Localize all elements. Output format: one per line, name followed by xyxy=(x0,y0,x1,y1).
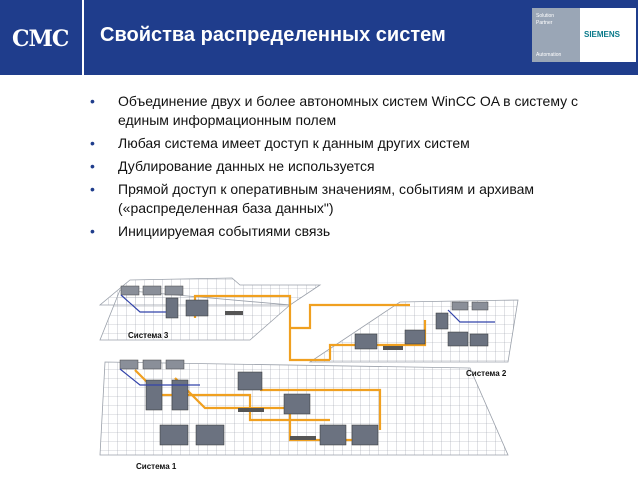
system2-bus xyxy=(447,309,495,323)
badge-right-panel: SIEMENS xyxy=(580,8,636,62)
bullet-list: • Объединение двух и более автономных сис… xyxy=(90,92,620,245)
switch-icon xyxy=(238,408,264,412)
workstation-icon xyxy=(447,331,469,347)
workstation-icon xyxy=(195,424,225,446)
server-rack-icon xyxy=(119,359,139,370)
bullet-item: • Дублирование данных не используется xyxy=(90,157,620,176)
workstation-icon xyxy=(351,424,379,446)
tower-server-icon xyxy=(165,297,179,319)
workstation-icon xyxy=(469,333,489,347)
badge-line1: Solution xyxy=(536,13,555,19)
system3-label: Система 3 xyxy=(128,331,169,340)
workstation-icon xyxy=(354,333,378,350)
workstation-icon xyxy=(159,424,189,446)
link-system3-system2 xyxy=(290,303,410,330)
workstation-icon xyxy=(237,371,263,391)
server-rack-icon xyxy=(165,359,185,370)
link-system1-internal-c xyxy=(260,388,382,430)
badge-left-panel: Solution Partner Automation xyxy=(532,8,580,62)
server-rack-icon xyxy=(451,301,469,311)
bullet-dot-icon: • xyxy=(90,135,95,151)
bullet-text: Любая система имеет доступ к данным друг… xyxy=(118,135,470,151)
bullet-dot-icon: • xyxy=(90,93,95,109)
server-rack-icon xyxy=(142,285,162,296)
bullet-text: Прямой доступ к оперативным значениям, с… xyxy=(118,181,535,216)
siemens-logo: SIEMENS xyxy=(584,30,621,39)
server-rack-icon xyxy=(142,359,162,370)
server-rack-icon xyxy=(120,285,140,296)
bullet-text: Объединение двух и более автономных сист… xyxy=(118,93,579,128)
system3-devices xyxy=(120,285,243,319)
system1-bus xyxy=(119,368,200,386)
tower-server-icon xyxy=(145,379,163,411)
bullet-dot-icon: • xyxy=(90,181,95,197)
switch-icon xyxy=(290,436,316,440)
tower-server-icon xyxy=(171,379,189,411)
header-bar: CMC Свойства распределенных систем Solut… xyxy=(0,0,638,75)
company-logo: CMC xyxy=(0,0,84,75)
system1-devices xyxy=(119,359,379,446)
system1-label: Система 1 xyxy=(136,462,177,471)
bullet-item: • Объединение двух и более автономных сис… xyxy=(90,92,620,130)
bullet-dot-icon: • xyxy=(90,223,95,239)
system2-label: Система 2 xyxy=(466,369,507,378)
page-title: Свойства распределенных систем xyxy=(100,24,446,46)
system2-devices xyxy=(354,301,495,350)
bullet-text: Дублирование данных не используется xyxy=(118,158,375,174)
badge-line2: Partner xyxy=(536,20,553,26)
bullet-text: Инициируемая событиями связь xyxy=(118,223,331,239)
bullet-item: • Прямой доступ к оперативным значениям, … xyxy=(90,180,620,218)
logo-text: CMC xyxy=(12,26,69,52)
badge-line3: Automation xyxy=(536,52,562,58)
system3-bus xyxy=(120,294,166,313)
siemens-partner-badge: Solution Partner Automation SIEMENS xyxy=(532,8,636,62)
bullet-item: • Любая система имеет доступ к данным дру… xyxy=(90,134,620,153)
server-rack-icon xyxy=(164,285,184,296)
switch-icon xyxy=(225,311,243,315)
tower-server-icon xyxy=(435,312,449,330)
workstation-icon xyxy=(283,393,311,415)
bullet-dot-icon: • xyxy=(90,158,95,174)
system3-plane xyxy=(98,277,322,341)
workstation-icon xyxy=(319,424,347,446)
workstation-icon xyxy=(185,299,209,317)
switch-icon xyxy=(383,346,403,350)
bullet-item: • Инициируемая событиями связь xyxy=(90,222,620,241)
workstation-icon xyxy=(404,329,426,345)
server-rack-icon xyxy=(471,301,489,311)
